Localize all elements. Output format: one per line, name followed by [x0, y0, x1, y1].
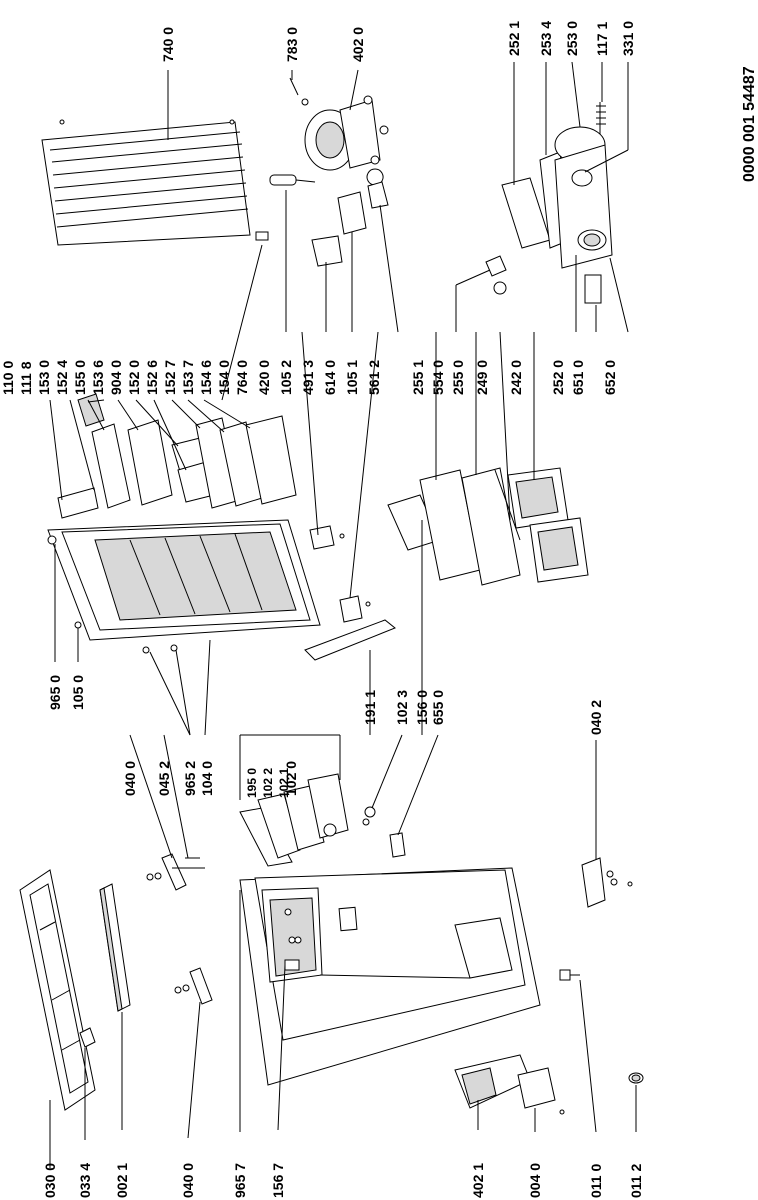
- part-label: 102 3: [394, 690, 410, 725]
- part-label: 002 1: [114, 1163, 130, 1198]
- part-label: 783 0: [284, 27, 300, 62]
- part-label: 040 0: [180, 1163, 196, 1198]
- part-label: 153 7: [180, 360, 196, 395]
- part-label: 253 0: [564, 21, 580, 56]
- part-label: 965 7: [232, 1163, 248, 1198]
- freezer-door-part: [47, 519, 321, 654]
- leader-lines: [49, 61, 637, 1168]
- part-label: 965 2: [182, 761, 198, 796]
- part-label: 255 1: [410, 360, 426, 395]
- fan-motor-part: [501, 102, 613, 304]
- part-label: 252 0: [550, 360, 566, 395]
- document-number: 0000 001 54487: [741, 66, 758, 182]
- part-label: 614 0: [322, 360, 338, 395]
- part-label: 030 0: [42, 1163, 58, 1198]
- part-label: 252 1: [506, 21, 522, 56]
- part-label: 011 0: [588, 1164, 604, 1198]
- part-label: 255 0: [450, 360, 466, 395]
- part-label: 011 2: [628, 1164, 644, 1198]
- lower-hinge-part: [174, 967, 213, 1005]
- part-label: 154 0: [216, 360, 232, 395]
- part-label: 652 0: [602, 360, 618, 395]
- hinge-covers-part: [309, 525, 371, 623]
- part-label: 111 8: [18, 361, 34, 395]
- condenser-coil-part: [41, 119, 251, 246]
- part-label: 004 0: [527, 1163, 543, 1198]
- part-label: 152 7: [162, 360, 178, 395]
- part-label: 491 3: [300, 360, 316, 395]
- part-label: 904 0: [108, 360, 124, 395]
- part-label: 153 0: [36, 360, 52, 395]
- upper-hinge-part: [146, 853, 205, 891]
- part-label: 102 0: [283, 761, 299, 796]
- part-label: 156 0: [414, 690, 430, 725]
- part-label: 402 1: [470, 1163, 486, 1198]
- small-clip-part: [79, 1027, 96, 1048]
- drawers-part: [507, 467, 589, 583]
- part-label: 105 2: [278, 360, 294, 395]
- top-frame-part: [19, 869, 96, 1111]
- part-label: 420 0: [256, 360, 272, 395]
- part-label: 152 4: [54, 360, 70, 395]
- part-label: 740 0: [160, 27, 176, 62]
- dryer-filter-part: [255, 231, 269, 241]
- part-label: 554 0: [430, 360, 446, 395]
- part-label: 102 2: [261, 768, 275, 798]
- part-label: 242 0: [508, 360, 524, 395]
- rear-roller-part: [454, 1054, 531, 1109]
- part-label: 764 0: [234, 360, 250, 395]
- part-label: 153 6: [90, 360, 106, 395]
- part-label: 156 7: [270, 1163, 286, 1198]
- adjustable-foot-part: [559, 969, 644, 1084]
- thermostat-part: [485, 255, 507, 295]
- inner-door-liner-part: [239, 773, 349, 867]
- part-label: 152 6: [144, 360, 160, 395]
- lamp-cover-part: [389, 832, 406, 858]
- start-relay-part: [269, 168, 389, 267]
- part-labels: 030 0 033 4 002 1 040 0 965 7 156 7 402 …: [0, 21, 644, 1198]
- part-label: 117 1: [594, 22, 610, 56]
- part-label: 965 0: [47, 675, 63, 710]
- bottom-hinge-part: [581, 857, 633, 908]
- part-label: 154 6: [198, 360, 214, 395]
- part-label: 045 2: [156, 761, 172, 796]
- part-label: 033 4: [77, 1163, 93, 1198]
- worktop-panel-part: [99, 883, 131, 1012]
- part-label: 402 0: [350, 27, 366, 62]
- door-gasket-part: [304, 619, 396, 661]
- thermostat-knob-part: [362, 806, 376, 826]
- part-label: 253 4: [538, 21, 554, 56]
- part-label: 331 0: [620, 21, 636, 56]
- front-foot-part: [517, 1067, 565, 1115]
- part-label: 651 0: [570, 360, 586, 395]
- glass-shelves-part: [387, 467, 521, 586]
- part-label: 102 1: [277, 768, 291, 798]
- part-label: 195 0: [245, 768, 259, 798]
- part-label: 040 2: [588, 700, 604, 735]
- part-label: 249 0: [474, 360, 490, 395]
- compressor-part: [289, 77, 389, 171]
- part-label: 655 0: [430, 690, 446, 725]
- part-label: 191 1: [362, 690, 378, 725]
- part-label: 155 0: [72, 360, 88, 395]
- part-label: 561 2: [366, 360, 382, 395]
- door-shelves-part: [57, 393, 297, 519]
- part-label: 152 0: [126, 360, 142, 395]
- part-label: 105 0: [70, 675, 86, 710]
- part-label: 104 0: [199, 761, 215, 796]
- part-label: 040 0: [122, 761, 138, 796]
- part-label: 105 1: [344, 360, 360, 395]
- part-label: 110 0: [0, 361, 16, 395]
- cabinet-body-part: [239, 867, 541, 1086]
